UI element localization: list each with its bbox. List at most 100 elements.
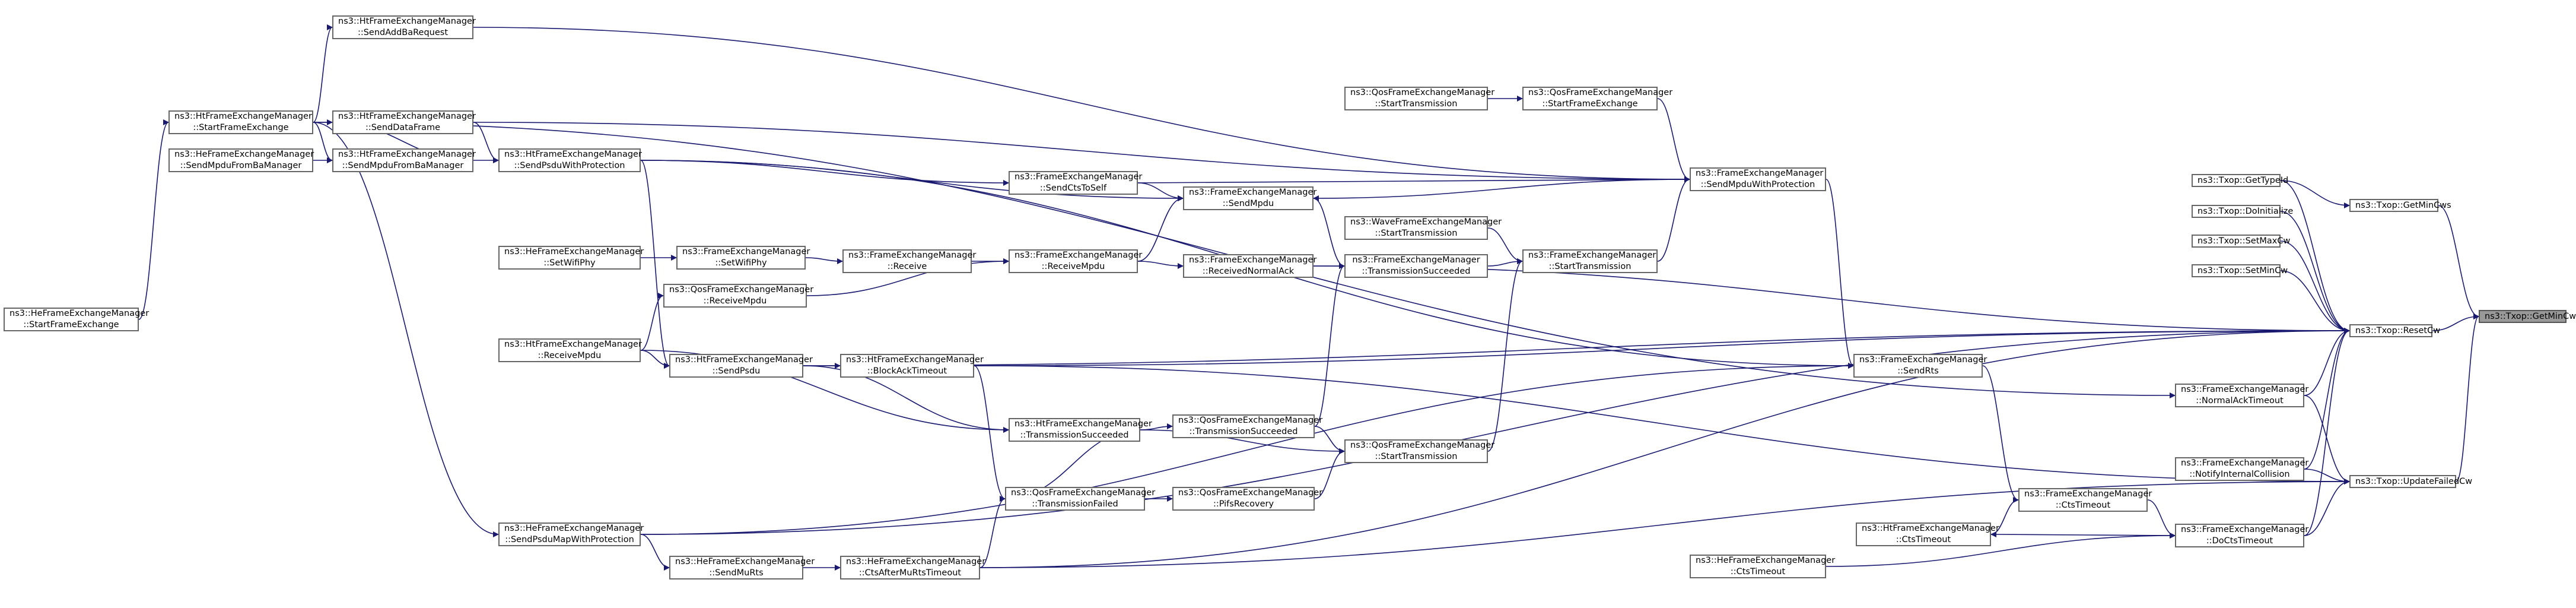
node-label-line1: ns3::FrameExchangeManager [682,247,810,256]
node-updatefailedcw[interactable]: ns3::Txop::UpdateFailedCw [2349,475,2472,488]
node-ht-startframeexchange[interactable]: ns3::HtFrameExchangeManager::StartFrameE… [168,110,313,134]
node-label-line1: ns3::QosFrameExchangeManager [669,285,814,294]
node-setmincw[interactable]: ns3::Txop::SetMinCw [2192,264,2288,277]
node-fem-notifyinternalcollision[interactable]: ns3::FrameExchangeManager::NotifyInterna… [2175,457,2308,481]
node-label-line2: ::SendMpdu [1222,199,1274,208]
node-fem-sendmpdu[interactable]: ns3::FrameExchangeManager::SendMpdu [1183,186,1317,210]
node-qos-starttransmission-top[interactable]: ns3::QosFrameExchangeManager::StartTrans… [1344,87,1494,110]
node-label-line1: ns3::Txop::ResetCw [2355,325,2441,335]
node-label-line2: ::StartFrameExchange [193,123,289,132]
node-gettypeid[interactable]: ns3::Txop::GetTypeId [2192,174,2289,187]
node-fem-receive[interactable]: ns3::FrameExchangeManager::Receive [842,249,976,273]
node-setmaxcw[interactable]: ns3::Txop::SetMaxCw [2192,235,2290,248]
edge-resetcw-fem_normalacktimeout [2304,328,2350,396]
node-label-line2: ::TransmissionSucceeded [1020,430,1129,440]
node-label-line1: ns3::HtFrameExchangeManager [174,112,312,121]
node-he-sendmurts[interactable]: ns3::HeFrameExchangeManager::SendMuRts [669,556,815,580]
node-resetcw[interactable]: ns3::Txop::ResetCw [2349,324,2441,337]
node-qos-starttransmission[interactable]: ns3::QosFrameExchangeManager::StartTrans… [1344,439,1494,463]
edge-resetcw-ht_sendpsdu [803,328,2350,366]
node-label-line1: ns3::Txop::DoInitialize [2197,206,2294,216]
edge-ht_sendpsduwithprotection-ht_senddataframe [473,122,499,163]
node-label-line2: ::ReceiveMpdu [1041,262,1105,271]
node-label-line1: ns3::FrameExchangeManager [1528,251,1656,260]
node-label-line1: ns3::FrameExchangeManager [1015,251,1143,260]
node-ht-transmissionsucceeded[interactable]: ns3::HtFrameExchangeManager::Transmissio… [1009,418,1152,442]
node-ht-sendaddbarequest[interactable]: ns3::HtFrameExchangeManager::SendAddBaRe… [332,15,476,39]
node-label-line2: ::SetWifiPhy [543,258,596,268]
node-fem-doctstimeout[interactable]: ns3::FrameExchangeManager::DoCtsTimeout [2175,524,2308,547]
node-fem-normalacktimeout[interactable]: ns3::FrameExchangeManager::NormalAckTime… [2175,384,2308,407]
node-fem-starttransmission[interactable]: ns3::FrameExchangeManager::StartTransmis… [1522,249,1658,273]
node-label-line1: ns3::FrameExchangeManager [1015,172,1143,182]
node-label-line2: ::CtsTimeout [1730,567,1786,577]
node-label-line1: ns3::QosFrameExchangeManager [1178,416,1323,425]
node-he-ctstimeout[interactable]: ns3::HeFrameExchangeManager::CtsTimeout [1690,555,1836,578]
node-he-sendpsdumapwithprotection[interactable]: ns3::HeFrameExchangeManager::SendPsduMap… [498,522,644,546]
node-ht-sendpsduwithprotection[interactable]: ns3::HtFrameExchangeManager::SendPsduWit… [498,148,642,172]
node-getmincws[interactable]: ns3::Txop::GetMinCws [2349,199,2451,212]
edge-qos_receivempdu-ht_receivempdu [640,293,664,351]
node-label-line1: ns3::Txop::SetMinCw [2197,265,2288,276]
node-label-line2: ::SendPsduMapWithProtection [505,535,634,544]
node-qos-transmissionsucceeded[interactable]: ns3::QosFrameExchangeManager::Transmissi… [1172,414,1323,438]
node-ht-senddataframe[interactable]: ns3::HtFrameExchangeManager::SendDataFra… [332,110,476,134]
node-label-line2: ::SendPsduWithProtection [514,161,625,170]
edge-fem_sendmpduwithprotection-fem_sendmpdu [1313,176,1690,199]
node-he-startframeexchange[interactable]: ns3::HeFrameExchangeManager::StartFrameE… [4,308,149,331]
edge-fem_starttransmission-wave_starttransmission [1487,227,1523,264]
node-fem-setwifiphy[interactable]: ns3::FrameExchangeManager::SetWifiPhy [676,246,810,270]
node-label-line1: ns3::HeFrameExchangeManager [846,557,986,566]
node-qos-startframeexchange[interactable]: ns3::QosFrameExchangeManager::StartFrame… [1522,87,1673,110]
node-fem-sendmpduwithprotection[interactable]: ns3::FrameExchangeManager::SendMpduWithP… [1690,167,1826,191]
node-getmincw[interactable]: ns3::Txop::GetMinCw [2479,310,2576,323]
node-he-setwifiphy[interactable]: ns3::HeFrameExchangeManager::SetWifiPhy [498,246,644,270]
node-he-ctsaftermurtstimeout[interactable]: ns3::HeFrameExchangeManager::CtsAfterMuR… [840,556,986,580]
node-label-line1: ns3::QosFrameExchangeManager [1011,488,1156,498]
node-ht-ctstimeout[interactable]: ns3::HtFrameExchangeManager::CtsTimeout [1856,522,1999,546]
node-doinitialize[interactable]: ns3::Txop::DoInitialize [2192,205,2294,218]
node-label-line2: ::SendPsdu [712,366,761,376]
node-fem-sendctstoself[interactable]: ns3::FrameExchangeManager::SendCtsToSelf [1009,171,1143,195]
node-ht-sendpsdu[interactable]: ns3::HtFrameExchangeManager::SendPsdu [669,354,813,378]
edge-he_sendmurts-he_sendpsdumapwithprotection [640,534,670,571]
edge-ht_sendpsdu-ht_sendpsduwithprotection [640,160,670,369]
node-label-line1: ns3::HeFrameExchangeManager [504,524,644,533]
edge-qos_starttransmission-qos_pifsrecovery [1314,448,1345,499]
node-label-line1: ns3::HeFrameExchangeManager [1696,556,1836,565]
node-label-line2: ::ReceiveMpdu [538,351,602,360]
node-label-line2: ::SetWifiPhy [715,258,767,268]
edge-fem_starttransmission-qos_starttransmission [1487,258,1523,452]
node-fem-ctstimeout[interactable]: ns3::FrameExchangeManager::CtsTimeout [2018,488,2152,512]
node-ht-receivempdu[interactable]: ns3::HtFrameExchangeManager::ReceiveMpdu [498,338,642,362]
node-ht-sendmpdufrombamanager[interactable]: ns3::HtFrameExchangeManager::SendMpduFro… [332,148,476,172]
node-label-line1: ns3::QosFrameExchangeManager [1528,88,1673,97]
edge-fem_sendmpdu-fem_transmissionsucceeded [1313,195,1345,267]
node-label-line1: ns3::QosFrameExchangeManager [1178,488,1323,498]
node-label-line1: ns3::Txop::GetTypeId [2197,175,2289,185]
node-fem-receivednormalack[interactable]: ns3::FrameExchangeManager::ReceivedNorma… [1183,254,1316,278]
node-label-line1: ns3::FrameExchangeManager [1189,188,1317,197]
node-fem-sendrts[interactable]: ns3::FrameExchangeManager::SendRts [1853,354,1987,378]
edge-fem_sendmpdu-ht_sendpsduwithprotection [640,160,1184,201]
node-fem-transmissionsucceeded[interactable]: ns3::FrameExchangeManager::TransmissionS… [1344,254,1488,278]
node-label-line2: ::ReceiveMpdu [703,296,767,306]
node-qos-transmissionfailed[interactable]: ns3::QosFrameExchangeManager::Transmissi… [1005,487,1156,511]
edge-ht_sendaddbarequest-ht_startframeexchange [313,24,333,123]
node-label-line2: ::SendAddBaRequest [357,28,449,37]
edge-fem_receivempdu-qos_receivempdu [806,258,1009,296]
node-he-sendmpdufrombamanager[interactable]: ns3::HeFrameExchangeManager::SendMpduFro… [168,148,314,172]
edge-getmincw-resetcw [2432,314,2479,331]
edge-fem_doctstimeout-ht_ctstimeout [1990,532,2176,539]
node-label-line2: ::StartTransmission [1375,229,1458,238]
node-qos-receivempdu[interactable]: ns3::QosFrameExchangeManager::ReceiveMpd… [663,284,814,308]
node-label-line2: ::TransmissionSucceeded [1189,427,1298,436]
node-ht-blockacktimeout[interactable]: ns3::HtFrameExchangeManager::BlockAckTim… [840,354,984,378]
node-fem-receivempdu[interactable]: ns3::FrameExchangeManager::ReceiveMpdu [1009,249,1143,273]
node-qos-pifsrecovery[interactable]: ns3::QosFrameExchangeManager::PifsRecove… [1172,487,1323,511]
node-label-line2: ::PifsRecovery [1213,499,1274,509]
node-wave-starttransmission[interactable]: ns3::WaveFrameExchangeManager::StartTran… [1344,216,1502,240]
node-label-line1: ns3::HeFrameExchangeManager [174,150,314,159]
node-label-line1: ns3::HtFrameExchangeManager [1862,524,1999,533]
